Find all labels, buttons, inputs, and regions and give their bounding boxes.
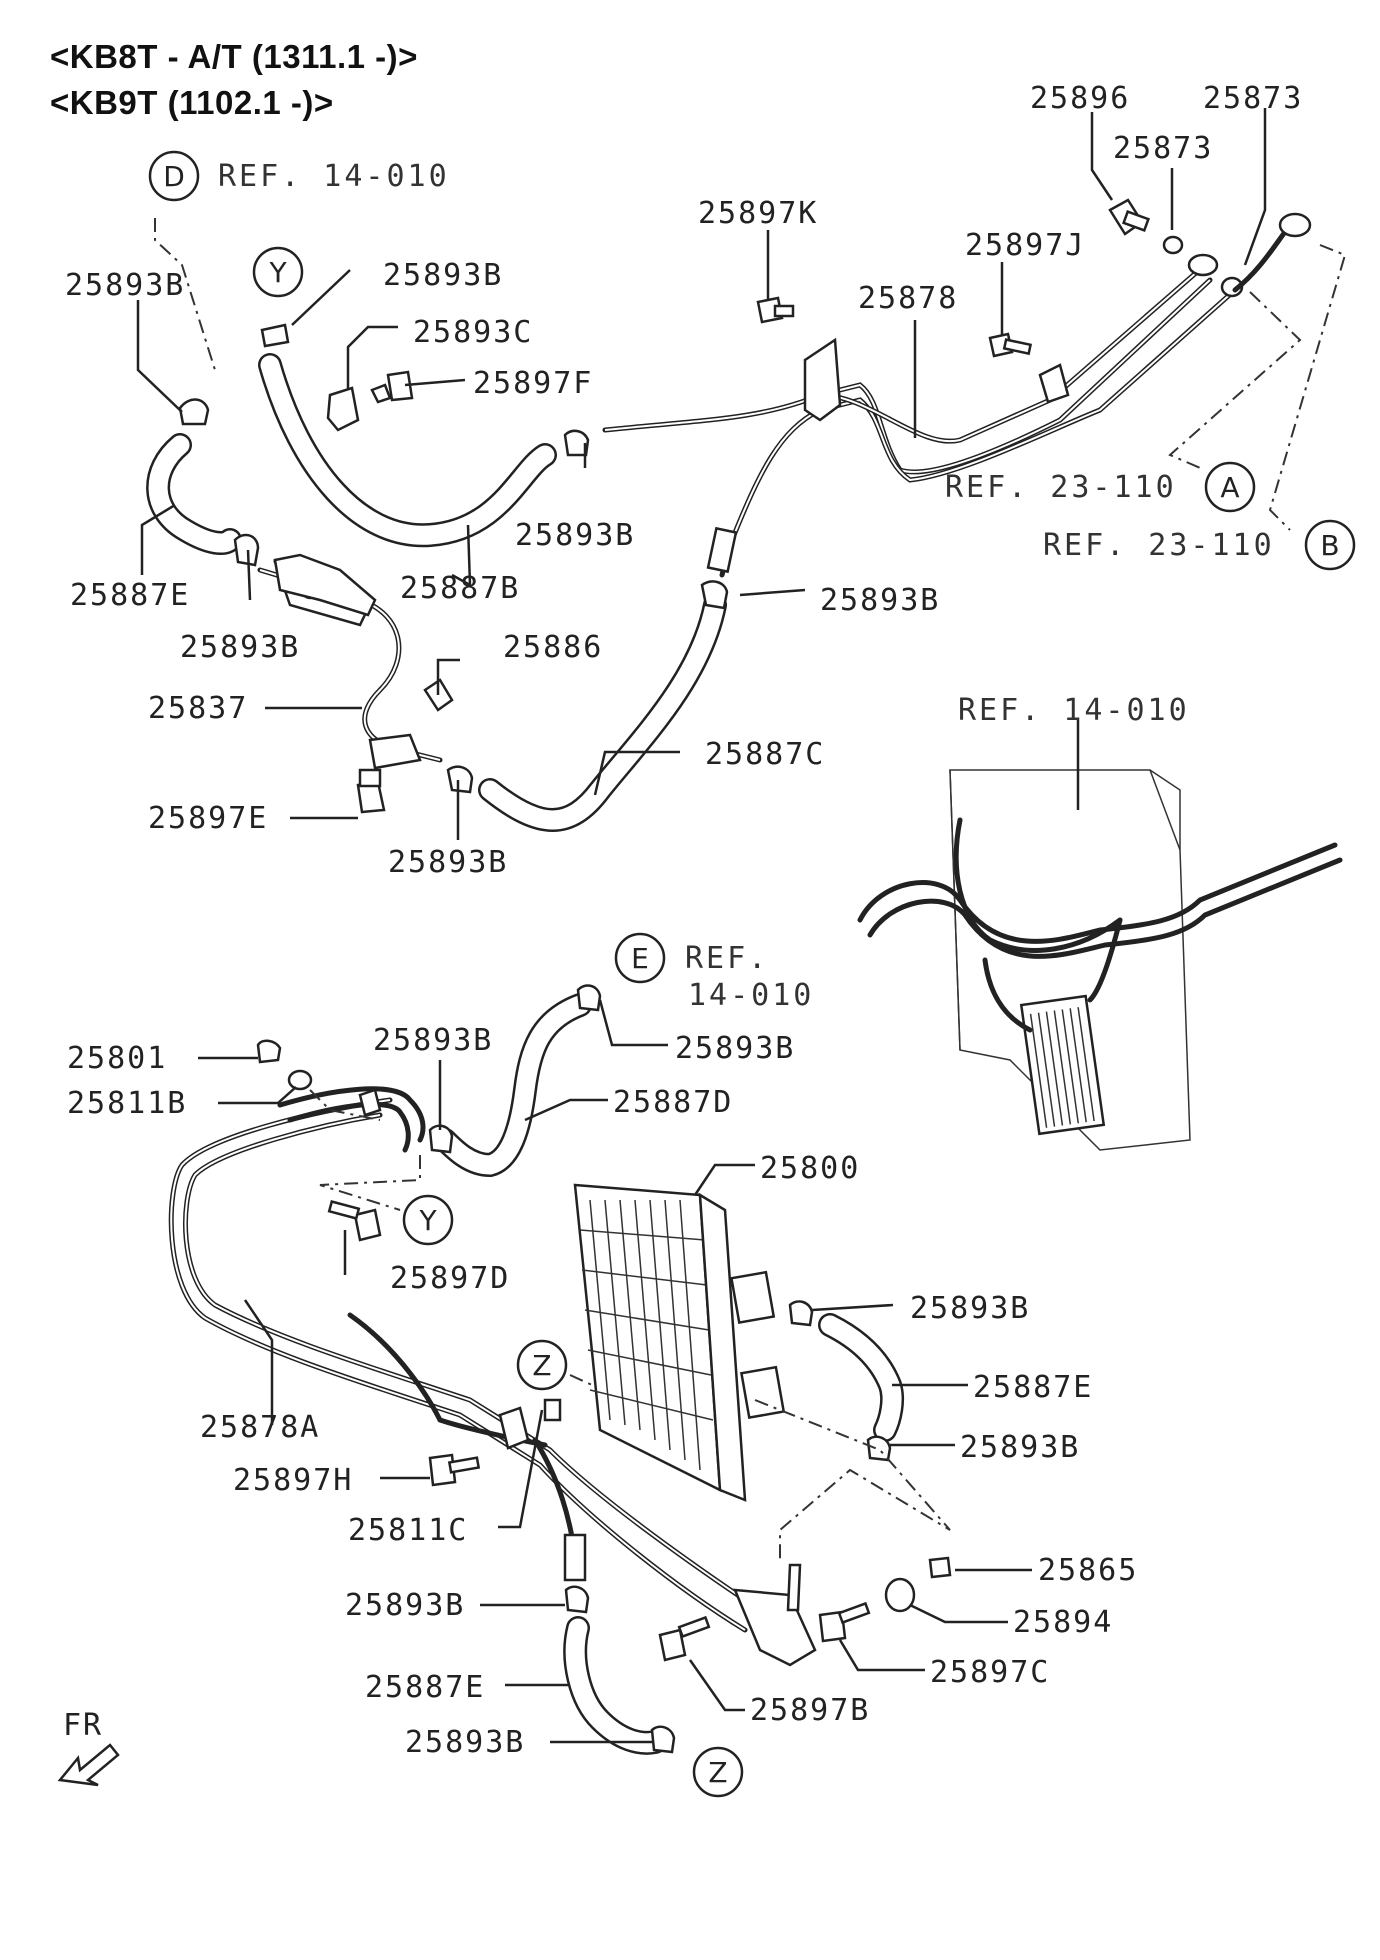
part-label-25878: 25878	[858, 281, 958, 316]
part-label-25893b-7: 25893B	[373, 1023, 493, 1058]
callout-bubble-z-bottom	[692, 1746, 744, 1798]
part-label-25897c: 25897C	[930, 1655, 1050, 1690]
part-label-25873-a: 25873	[1203, 81, 1303, 116]
part-label-25897h: 25897H	[233, 1463, 353, 1498]
callout-bubble-z-top	[516, 1339, 568, 1391]
callout-bubble-b-label: B	[1320, 529, 1339, 562]
part-label-25893b-1: 25893B	[65, 268, 185, 303]
callout-bubble-d	[148, 150, 200, 202]
callout-bubble-b	[1304, 519, 1356, 571]
lower-oil-cooler-assembly	[168, 984, 952, 1755]
part-label-25893b-6: 25893B	[388, 845, 508, 880]
ref-label-b: REF. 23-110	[1043, 528, 1275, 563]
ref-label-a: REF. 23-110	[945, 470, 1177, 505]
part-label-25887e-2: 25887E	[973, 1370, 1093, 1405]
callout-bubble-y-bottom-label: Y	[418, 1204, 437, 1237]
part-label-25897f: 25897F	[473, 366, 593, 401]
upper-oil-line-assembly	[146, 198, 1312, 832]
part-label-25887e-3: 25887E	[365, 1670, 485, 1705]
part-label-25893b-11: 25893B	[345, 1588, 465, 1623]
reference-labels: REF. 14-010 REF. 23-110 REF. 23-110 REF.…	[218, 159, 1275, 1013]
part-label-25878a: 25878A	[200, 1410, 320, 1445]
diagram-title-line1: <KB8T - A/T (1311.1 -)>	[50, 38, 418, 75]
callout-bubble-d-label: D	[163, 160, 185, 193]
part-label-25893b-3: 25893B	[515, 518, 635, 553]
part-label-25896: 25896	[1030, 81, 1130, 116]
front-direction-arrow: FR	[57, 1708, 120, 1787]
part-label-25897b: 25897B	[750, 1693, 870, 1728]
part-number-labels: 25896 25873 25873 25893B 25893B 25893C 2…	[65, 81, 1303, 1760]
part-label-25887c: 25887C	[705, 737, 825, 772]
front-direction-label: FR	[63, 1708, 103, 1743]
part-label-25811c: 25811C	[348, 1513, 468, 1548]
part-label-25893b-10: 25893B	[960, 1430, 1080, 1465]
callout-bubble-e	[614, 932, 666, 984]
ref-label-e-line2: 14-010	[688, 978, 814, 1013]
part-label-25887e-1: 25887E	[70, 578, 190, 613]
part-label-25893b-5: 25893B	[180, 630, 300, 665]
part-label-25893b-12: 25893B	[405, 1725, 525, 1760]
part-label-25893c: 25893C	[413, 315, 533, 350]
callout-bubble-z-top-label: Z	[532, 1349, 551, 1382]
part-label-25811b: 25811B	[67, 1086, 187, 1121]
ref-label-d: REF. 14-010	[218, 159, 450, 194]
callout-bubbles: D Y A B E Y Z Z	[148, 150, 1356, 1798]
callout-bubble-y-top-label: Y	[268, 256, 287, 289]
part-label-25837: 25837	[148, 691, 248, 726]
part-label-25897j: 25897J	[965, 228, 1085, 263]
callout-bubble-z-bottom-label: Z	[708, 1756, 727, 1789]
vehicle-overview-inset	[857, 769, 1343, 1151]
leader-lines	[136, 108, 1347, 1744]
part-label-25801: 25801	[67, 1041, 167, 1076]
diagram-title-line2: <KB9T (1102.1 -)>	[50, 84, 334, 121]
part-label-25893b-4: 25893B	[820, 583, 940, 618]
callout-bubble-a	[1204, 461, 1256, 513]
part-label-25800: 25800	[760, 1151, 860, 1186]
part-label-25865: 25865	[1038, 1553, 1138, 1588]
part-label-25873-b: 25873	[1113, 131, 1213, 166]
callout-bubble-y-top	[252, 246, 304, 298]
part-label-25897d: 25897D	[390, 1261, 510, 1296]
part-label-25894: 25894	[1013, 1605, 1113, 1640]
part-label-25897k: 25897K	[698, 196, 818, 231]
part-label-25886: 25886	[503, 630, 603, 665]
part-label-25887b: 25887B	[400, 571, 520, 606]
part-label-25893b-9: 25893B	[910, 1291, 1030, 1326]
callout-bubble-y-bottom	[402, 1194, 454, 1246]
part-label-25897e: 25897E	[148, 801, 268, 836]
ref-label-e-line1: REF.	[685, 941, 769, 976]
part-label-25887d: 25887D	[613, 1085, 733, 1120]
callout-bubble-e-label: E	[631, 942, 649, 975]
callout-bubble-a-label: A	[1220, 471, 1239, 504]
ref-label-overview: REF. 14-010	[958, 693, 1190, 728]
part-label-25893b-8: 25893B	[675, 1031, 795, 1066]
part-label-25893b-2: 25893B	[383, 258, 503, 293]
